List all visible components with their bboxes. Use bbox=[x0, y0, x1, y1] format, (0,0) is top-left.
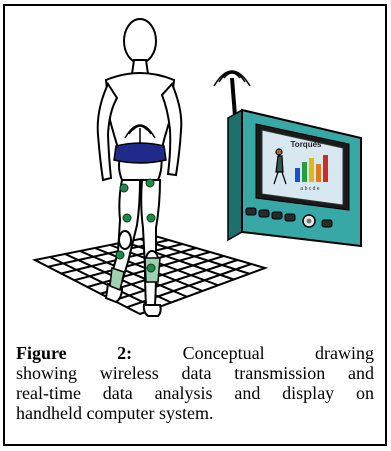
waist-belt bbox=[113, 142, 167, 164]
caption-line-1-text: Conceptual drawing bbox=[182, 343, 375, 363]
device-antenna bbox=[213, 70, 251, 117]
grid-line bbox=[113, 259, 238, 302]
handheld-device bbox=[213, 70, 362, 248]
conceptual-illustration: Torques a b c d e bbox=[31, 18, 362, 317]
screen-bar-labels: a b c d e bbox=[300, 186, 319, 192]
screen-title: Torques bbox=[291, 140, 323, 149]
figure-label: Figure 2: bbox=[16, 343, 133, 363]
caption-line-4: handheld computer system. bbox=[16, 403, 214, 423]
device-buttons bbox=[245, 207, 333, 228]
grid-line bbox=[139, 238, 250, 275]
figure-frame bbox=[3, 4, 387, 446]
caption-line-1: Figure 2: Conceptual drawing bbox=[16, 343, 374, 363]
caption-line-3: real-time data analysis and display on bbox=[16, 383, 374, 403]
caption-line-2: showing wireless data transmission and bbox=[16, 363, 374, 383]
belt-antenna-signal bbox=[124, 124, 156, 144]
body-sensors bbox=[115, 178, 156, 273]
figure-caption: Figure 2: Conceptual drawing showing wir… bbox=[16, 343, 374, 423]
